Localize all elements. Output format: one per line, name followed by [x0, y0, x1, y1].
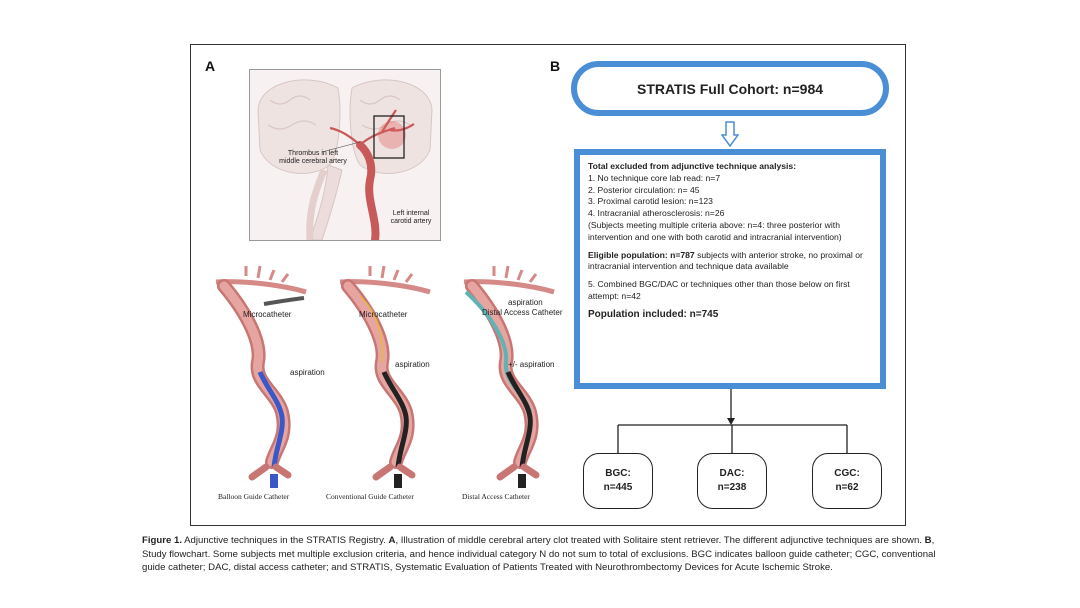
population-included: Population included: n=745 — [588, 308, 719, 320]
eligible-population: Eligible population: n=787 subjects with… — [588, 250, 872, 274]
thrombus-label: Thrombus in left middle cerebral artery — [279, 150, 347, 165]
panel-a-letter: A — [205, 58, 216, 74]
caption-a: A — [388, 535, 396, 546]
cohort-oval: STRATIS Full Cohort: n=984 — [571, 61, 889, 116]
group-count: n=62 — [835, 482, 859, 493]
cath2-device-label: Microcatheter — [359, 310, 408, 319]
group-count: n=445 — [603, 482, 633, 493]
group-dac: DAC: n=238 — [697, 453, 767, 509]
panel-b-letter: B — [550, 58, 561, 74]
cath3-name: Distal Access Catheter — [462, 492, 530, 501]
caption-text-2: , Illustration of middle cerebral artery… — [395, 535, 925, 546]
cath3-extra-label: aspiration — [508, 298, 543, 307]
combined-exclusion: 5. Combined BGC/DAC or techniques other … — [588, 279, 850, 301]
flow-connector — [617, 389, 848, 453]
caption-b: B — [924, 535, 932, 546]
balloon-guide-catheter-illustration — [215, 265, 307, 488]
group-cgc: CGC: n=62 — [812, 453, 882, 509]
group-name: DAC: — [719, 468, 745, 479]
caption-text-3: , Study flowchart. Some subjects met mul… — [142, 535, 936, 574]
exclusion-title: Total excluded from adjunctive technique… — [588, 161, 797, 171]
eligible-bold: Eligible population: n=787 — [588, 249, 695, 260]
cath2-name: Conventional Guide Catheter — [326, 492, 414, 501]
group-bgc: BGC: n=445 — [583, 453, 653, 509]
exclusion-item: 2. Posterior circulation: n= 45 — [588, 184, 700, 195]
down-arrow-icon — [721, 121, 739, 147]
eligible-rest: subjects with anterior stroke, no proxim… — [588, 249, 863, 272]
exclusion-box: Total excluded from adjunctive technique… — [574, 149, 886, 389]
brain-icon — [257, 79, 433, 240]
group-name: CGC: — [834, 468, 860, 479]
cath1-device-label: Microcatheter — [243, 310, 292, 319]
brain-illustration: Thrombus in left middle cerebral artery … — [249, 69, 441, 241]
cohort-label: STRATIS Full Cohort: n=984 — [636, 80, 824, 97]
cath3-device-label: Distal Access Catheter — [482, 308, 563, 317]
caption-text-1: Adjunctive techniques in the STRATIS Reg… — [181, 535, 389, 546]
figure-caption: Figure 1. Adjunctive techniques in the S… — [142, 534, 942, 575]
caption-label: Figure 1. — [142, 535, 182, 546]
catheter-illustrations — [215, 265, 555, 488]
distal-access-catheter-illustration — [463, 265, 555, 488]
carotid-label: Left internal carotid artery — [390, 210, 432, 225]
cath1-name: Balloon Guide Catheter — [218, 492, 290, 501]
group-name: BGC: — [605, 468, 631, 479]
cath2-aspiration-label: aspiration — [395, 360, 430, 369]
exclusion-item: 4. Intracranial atherosclerosis: n=26 — [588, 208, 725, 219]
group-count: n=238 — [717, 482, 747, 493]
cath3-aspiration-label: +/- aspiration — [508, 360, 555, 369]
exclusion-item: 3. Proximal carotid lesion: n=123 — [588, 196, 713, 207]
conventional-guide-catheter-illustration — [339, 265, 431, 488]
exclusion-note: (Subjects meeting multiple criteria abov… — [588, 219, 842, 242]
cath1-aspiration-label: aspiration — [290, 368, 325, 377]
exclusion-item: 1. No technique core lab read: n=7 — [588, 172, 721, 183]
